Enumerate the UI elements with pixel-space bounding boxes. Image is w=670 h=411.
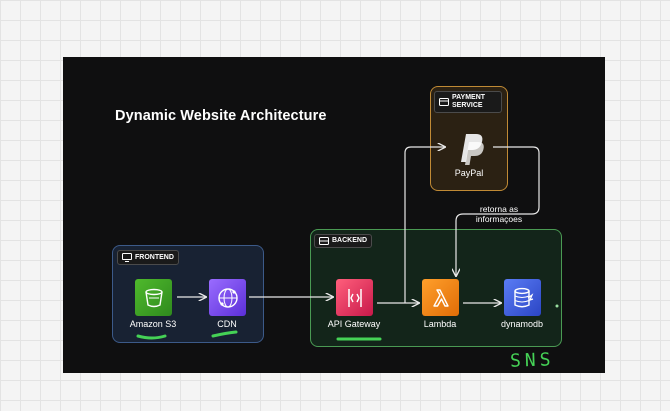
amazon-s3-label: Amazon S3 [129,319,177,329]
dynamodb-label: dynamodb [500,319,544,329]
card-icon [439,98,449,106]
frontend-tag: FRONTEND [117,250,179,265]
dynamodb-service[interactable] [504,279,541,316]
monitor-icon [122,253,132,262]
api-gateway-icon [347,288,362,307]
api-gateway-label: API Gateway [327,319,381,329]
arrow-apigw-to-paypal [404,147,445,303]
lambda-label: Lambda [423,319,457,329]
backend-tag: BACKEND [314,234,372,248]
paypal-service[interactable] [449,128,489,168]
paypal-label: PayPal [454,168,484,178]
amazon-s3-service[interactable] [135,279,172,316]
payment-service-tag: PAYMENT SERVICE [434,91,502,113]
return-info-annotation: retorna as informaçoes [475,204,523,224]
frontend-tag-label: FRONTEND [135,253,174,261]
connector-layer [177,57,559,308]
diagram-title: Dynamic Website Architecture [115,108,327,124]
database-icon [513,287,533,307]
server-icon [319,237,329,245]
cdn-label: CDN [217,319,237,329]
diagram-canvas: Dynamic Website Architecture PAYMENT SER… [63,57,605,373]
paypal-logo-icon [461,134,484,165]
bucket-icon [144,288,163,307]
arrow-paypal-to-lambda [456,146,540,276]
globe-icon [217,287,238,308]
lambda-icon [432,288,449,307]
cdn-service[interactable] [209,279,246,316]
api-gateway-service[interactable] [336,279,373,316]
lambda-service[interactable] [422,279,459,316]
handwritten-sns-note: SNS [509,349,555,372]
payment-service-tag-label: PAYMENT SERVICE [452,94,486,109]
backend-tag-label: BACKEND [332,237,367,244]
connector-dot [555,304,559,308]
